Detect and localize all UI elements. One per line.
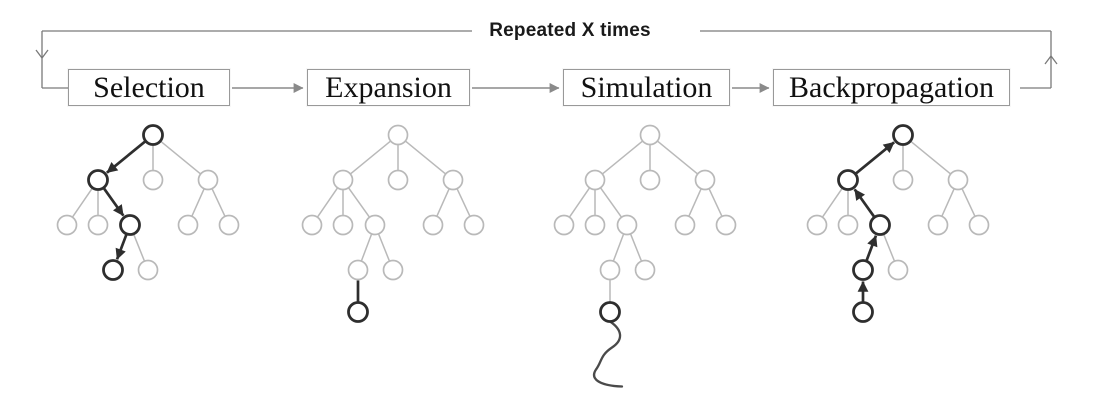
tree-node-simulation-a1 (553, 214, 575, 236)
tree-node-selection-a-highlighted (87, 169, 109, 191)
tree-node-backpropagation-a-highlighted (837, 169, 859, 191)
phase-box-expansion: Expansion (307, 69, 470, 106)
tree-node-backpropagation-a3-highlighted (869, 214, 891, 236)
tree-node-backpropagation-a3a-highlighted (852, 259, 874, 281)
tree-selection (56, 124, 240, 281)
tree-backpropagation (806, 124, 990, 323)
tree-node-selection-root-highlighted (142, 124, 164, 146)
tree-node-backpropagation-b (892, 169, 914, 191)
tree-node-expansion-b (387, 169, 409, 191)
phase-label-simulation: Simulation (580, 70, 713, 104)
tree-node-selection-c2 (218, 214, 240, 236)
tree-node-selection-b (142, 169, 164, 191)
repeat-loop-path (35, 30, 1058, 89)
tree-node-simulation-a (584, 169, 606, 191)
tree-node-backpropagation-c1 (927, 214, 949, 236)
tree-node-expansion-c2 (463, 214, 485, 236)
phase-label-backpropagation: Backpropagation (789, 70, 994, 104)
tree-node-simulation-a3a (599, 259, 621, 281)
tree-node-simulation-root (639, 124, 661, 146)
tree-node-expansion-a2 (332, 214, 354, 236)
tree-node-simulation-new-highlighted (599, 301, 621, 323)
tree-node-backpropagation-c2 (968, 214, 990, 236)
tree-node-expansion-c (442, 169, 464, 191)
tree-expansion (301, 124, 485, 323)
tree-node-simulation-c (694, 169, 716, 191)
tree-node-backpropagation-a1 (806, 214, 828, 236)
tree-node-backpropagation-root-highlighted (892, 124, 914, 146)
tree-node-simulation-a3 (616, 214, 638, 236)
tree-node-simulation-c1 (674, 214, 696, 236)
tree-node-simulation-a3b (634, 259, 656, 281)
tree-node-expansion-a1 (301, 214, 323, 236)
tree-node-selection-a3b (137, 259, 159, 281)
tree-node-selection-a3a-highlighted (102, 259, 124, 281)
tree-node-expansion-new-highlighted (347, 301, 369, 323)
tree-node-simulation-a2 (584, 214, 606, 236)
tree-node-backpropagation-new-highlighted (852, 301, 874, 323)
tree-node-expansion-a (332, 169, 354, 191)
tree-node-expansion-a3 (364, 214, 386, 236)
tree-node-expansion-a3b (382, 259, 404, 281)
tree-node-backpropagation-a2 (837, 214, 859, 236)
tree-node-selection-a1 (56, 214, 78, 236)
rollout-squiggle-icon (593, 320, 624, 388)
loop-arrow-up-icon (1044, 54, 1058, 65)
tree-node-backpropagation-c (947, 169, 969, 191)
phase-box-backpropagation: Backpropagation (773, 69, 1010, 106)
phase-label-selection: Selection (93, 70, 205, 104)
tree-simulation (553, 124, 737, 388)
loop-repeat-label: Repeated X times (489, 20, 651, 41)
tree-node-selection-c (197, 169, 219, 191)
tree-node-selection-c1 (177, 214, 199, 236)
tree-node-simulation-b (639, 169, 661, 191)
tree-node-expansion-root (387, 124, 409, 146)
phase-box-selection: Selection (68, 69, 230, 106)
tree-node-expansion-c1 (422, 214, 444, 236)
loop-arrow-down-icon (35, 49, 49, 60)
phase-label-expansion: Expansion (325, 70, 452, 104)
tree-node-selection-a3-highlighted (119, 214, 141, 236)
tree-node-backpropagation-a3b (887, 259, 909, 281)
tree-node-expansion-a3a (347, 259, 369, 281)
phase-box-simulation: Simulation (563, 69, 730, 106)
tree-node-simulation-c2 (715, 214, 737, 236)
tree-node-selection-a2 (87, 214, 109, 236)
